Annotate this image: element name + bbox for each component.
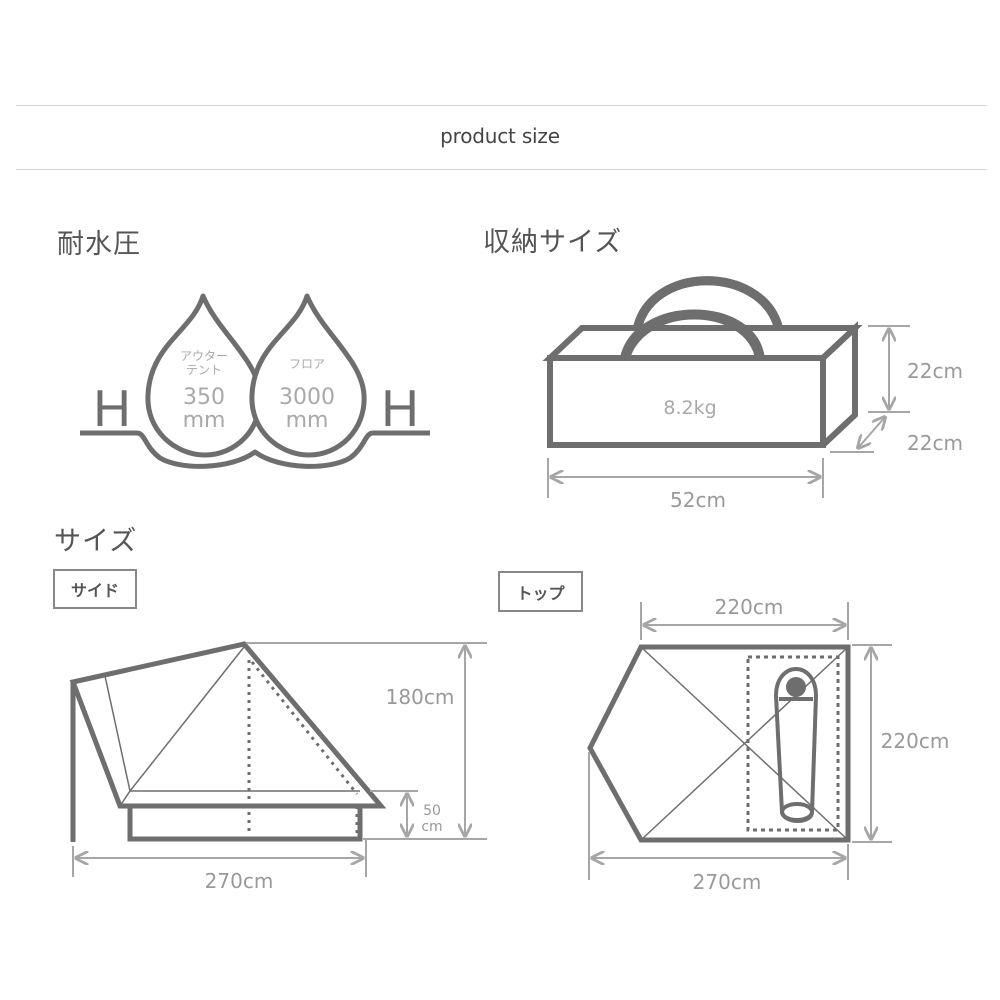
storage-bag-icon <box>542 276 863 448</box>
floor-value: 3000 <box>279 385 335 410</box>
side-view-tag: サイド <box>53 569 137 609</box>
bag-height-label: 22cm <box>907 359 963 383</box>
outer-tent-label-line2: テント <box>186 363 222 377</box>
top-length-label: 270cm <box>693 870 762 894</box>
size-title: サイズ <box>54 526 138 557</box>
bag-height-dimension <box>830 325 910 453</box>
tent-side-view-icon <box>69 641 387 842</box>
bag-width-dimension <box>547 458 824 498</box>
side-inner-height-unit: cm <box>421 819 442 835</box>
side-height-label: 180cm <box>386 685 455 709</box>
outer-tent-unit: mm <box>183 408 226 433</box>
top-inner-width-label: 220cm <box>715 595 784 619</box>
storage-size-title: 収納サイズ <box>483 227 623 258</box>
outer-tent-label-line1: アウター <box>180 349 228 363</box>
h-mark-icon: H H <box>93 380 419 438</box>
side-height-dimension <box>72 642 487 877</box>
header-top-divider <box>16 105 987 106</box>
side-inner-height-value: 50 <box>423 803 441 819</box>
floor-unit: mm <box>286 408 329 433</box>
bag-width-label: 52cm <box>670 488 726 512</box>
top-depth-label: 220cm <box>881 729 950 753</box>
water-drop-icon <box>80 293 430 469</box>
water-pressure-title: 耐水圧 <box>57 229 141 260</box>
top-dimensions <box>588 602 892 880</box>
page-title: product size <box>440 124 560 148</box>
sleeping-bag-icon <box>773 667 819 823</box>
bag-depth-label: 22cm <box>907 431 963 455</box>
bag-weight: 8.2kg <box>663 397 716 419</box>
floor-pressure: フロア 3000 mm <box>279 357 335 433</box>
side-length-label: 270cm <box>205 869 274 893</box>
floor-label: フロア <box>289 357 325 371</box>
outer-tent-value: 350 <box>183 385 225 410</box>
header-bottom-divider <box>16 169 987 170</box>
outer-tent-pressure: アウター テント 350 mm <box>180 349 228 433</box>
h-mark-left: H <box>93 380 131 438</box>
h-mark-right: H <box>381 380 419 438</box>
top-view-tag: トップ <box>498 571 583 612</box>
